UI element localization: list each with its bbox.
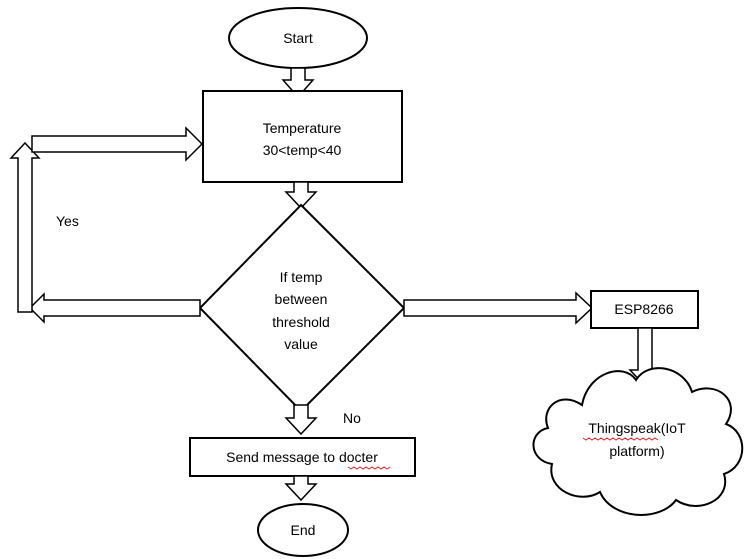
arrow-start-to-temperature xyxy=(281,67,315,99)
thingspeak-cloud-node: Thingspeak(IoT platform) xyxy=(532,367,744,516)
arrow-send-to-end xyxy=(284,475,318,502)
arrow-yes-right xyxy=(31,126,204,162)
send-message-node: Send message to docter xyxy=(189,437,416,477)
arrow-decision-to-send xyxy=(284,404,318,436)
temperature-label-line2: 30<temp<40 xyxy=(263,142,342,158)
temperature-label-line1: Temperature xyxy=(263,120,342,136)
arrow-temperature-to-decision xyxy=(284,181,318,210)
arrow-yes-left xyxy=(28,292,201,324)
end-label: End xyxy=(291,522,316,538)
decision-label-line1: If temp xyxy=(280,269,323,285)
esp8266-label: ESP8266 xyxy=(614,301,673,317)
thingspeak-label-line2: platform) xyxy=(609,443,664,459)
send-message-label: Send message to docter xyxy=(226,449,378,465)
decision-label-line2: between xyxy=(275,291,328,307)
spellcheck-underline-docter xyxy=(347,466,391,470)
esp8266-node: ESP8266 xyxy=(590,290,699,329)
no-label: No xyxy=(343,410,361,426)
decision-node: If temp between threshold value xyxy=(198,203,406,413)
arrow-decision-to-esp xyxy=(403,291,594,325)
arrow-yes-up xyxy=(9,141,41,313)
thingspeak-label-line1: Thingspeak(IoT xyxy=(588,420,686,436)
temperature-node: Temperature 30<temp<40 xyxy=(202,90,403,183)
decision-label-line3: threshold xyxy=(272,314,330,330)
decision-label-line4: value xyxy=(284,336,318,352)
end-node: End xyxy=(257,503,349,557)
start-label: Start xyxy=(283,30,313,46)
spellcheck-underline-thingspeak xyxy=(582,437,659,441)
start-node: Start xyxy=(228,7,368,69)
yes-label: Yes xyxy=(56,213,79,229)
